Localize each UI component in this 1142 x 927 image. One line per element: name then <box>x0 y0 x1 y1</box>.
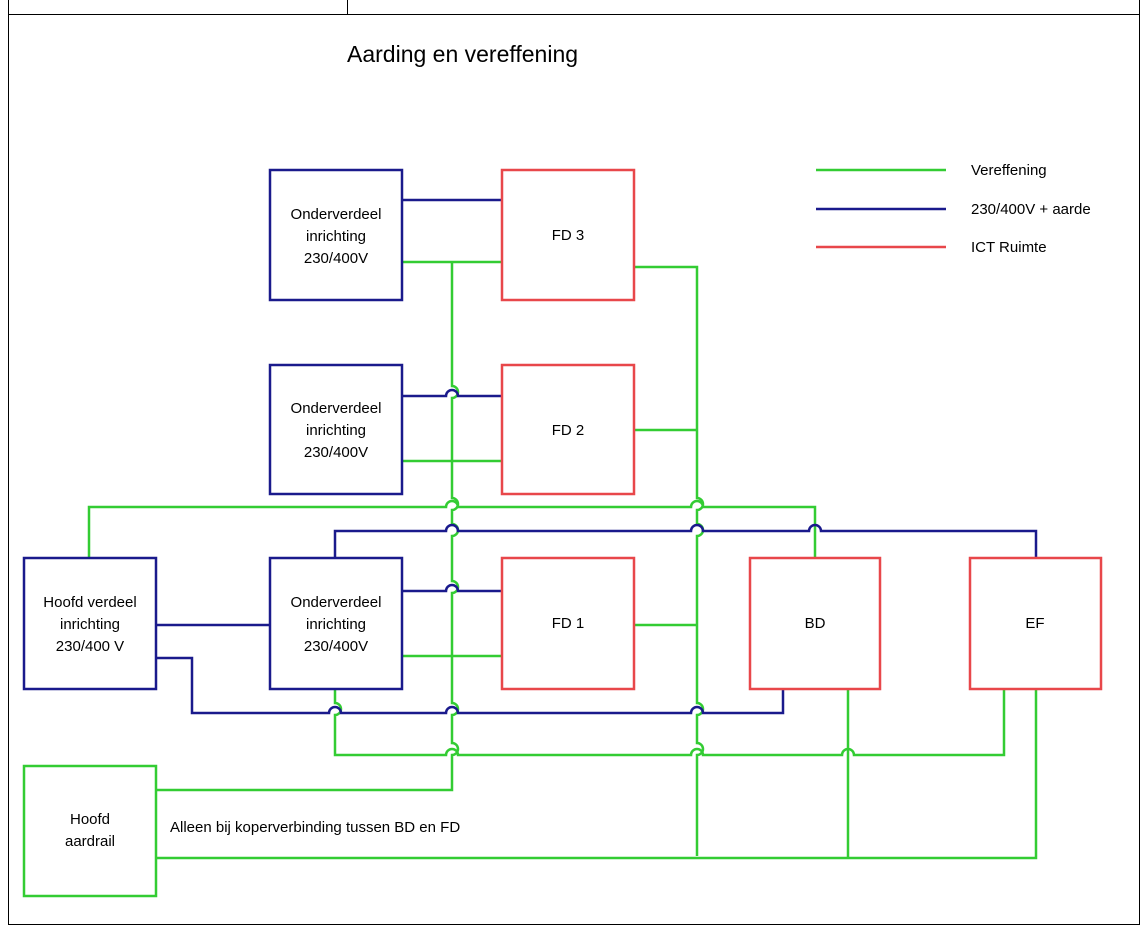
hoofd-verdeel-line2: inrichting <box>60 616 120 633</box>
box-ov2: Onderverdeel inrichting 230/400V <box>268 363 404 496</box>
legend: Vereffening 230/400V + aarde ICT Ruimte <box>816 162 1091 256</box>
bd-label: BD <box>805 615 826 632</box>
box-ov3: Onderverdeel inrichting 230/400V <box>268 168 404 302</box>
ov3-line2: inrichting <box>306 228 366 245</box>
legend-label-vereffening: Vereffening <box>971 162 1047 179</box>
ef-label: EF <box>1025 615 1044 632</box>
ov3-line3: 230/400V <box>304 250 368 267</box>
copper-note: Alleen bij koperverbinding tussen BD en … <box>170 819 460 836</box>
box-ov1: Onderverdeel inrichting 230/400V <box>268 556 404 691</box>
legend-label-ict: ICT Ruimte <box>971 239 1047 256</box>
green-wires <box>87 260 1038 860</box>
header-line <box>8 14 1140 15</box>
header-divider <box>347 0 348 15</box>
ov2-line1: Onderverdeel <box>291 400 382 417</box>
blue-wires <box>156 198 1038 715</box>
legend-label-power: 230/400V + aarde <box>971 201 1091 218</box>
box-ef: EF <box>968 556 1103 691</box>
fd3-label: FD 3 <box>552 227 585 244</box>
ov1-line3: 230/400V <box>304 638 368 655</box>
box-fd2: FD 2 <box>500 363 636 496</box>
hoofd-verdeel-line1: Hoofd verdeel <box>43 594 136 611</box>
hoofd-aardrail-line1: Hoofd <box>70 811 110 828</box>
ov1-line2: inrichting <box>306 616 366 633</box>
ov3-line1: Onderverdeel <box>291 206 382 223</box>
hoofd-aardrail-line2: aardrail <box>65 833 115 850</box>
box-hoofd-verdeel: Hoofd verdeel inrichting 230/400 V <box>22 556 158 691</box>
box-fd1: FD 1 <box>500 556 636 691</box>
box-hoofd-aardrail: Hoofd aardrail <box>22 764 158 898</box>
fd2-label: FD 2 <box>552 422 585 439</box>
page-frame <box>8 0 1140 925</box>
diagram-title: Aarding en vereffening <box>347 41 578 67</box>
ov2-line2: inrichting <box>306 422 366 439</box>
hoofd-verdeel-line3: 230/400 V <box>56 638 124 655</box>
box-fd3: FD 3 <box>500 168 636 302</box>
fd1-label: FD 1 <box>552 615 585 632</box>
ov2-line3: 230/400V <box>304 444 368 461</box>
ov1-line1: Onderverdeel <box>291 594 382 611</box>
box-bd: BD <box>748 556 882 691</box>
